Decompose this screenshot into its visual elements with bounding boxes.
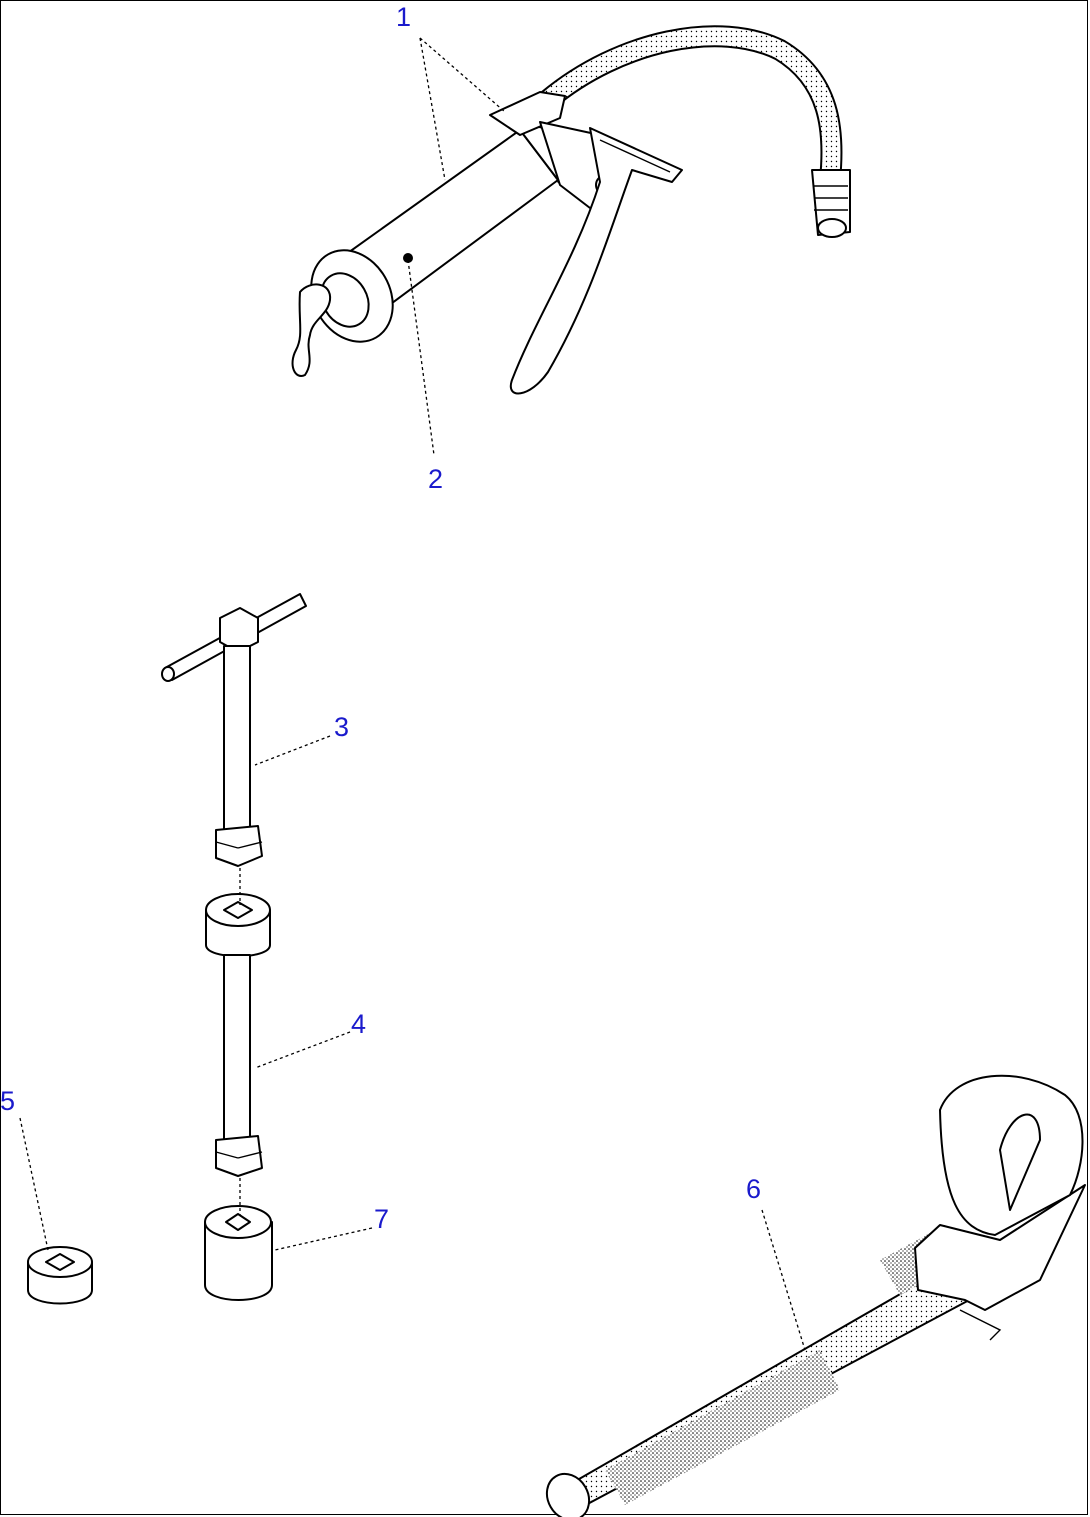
callout-6: 6 [746,1174,761,1204]
callout-5: 5 [0,1086,15,1116]
socket-item-5 [27,1246,93,1305]
extension-bar [215,954,263,1177]
callouts: 1 2 3 4 5 6 7 [0,2,761,1234]
wrench-tool [545,1074,1086,1517]
callout-7: 7 [374,1204,389,1234]
socket-item-7 [204,1205,273,1301]
t-handle-tool [161,593,307,867]
callout-2: 2 [428,464,443,494]
callout-1: 1 [396,2,411,32]
leader-lines [19,37,806,1351]
grease-gun [291,25,851,395]
callout-4: 4 [351,1009,366,1039]
callout-3: 3 [334,712,349,742]
square-drive-socket-upper [205,893,271,958]
